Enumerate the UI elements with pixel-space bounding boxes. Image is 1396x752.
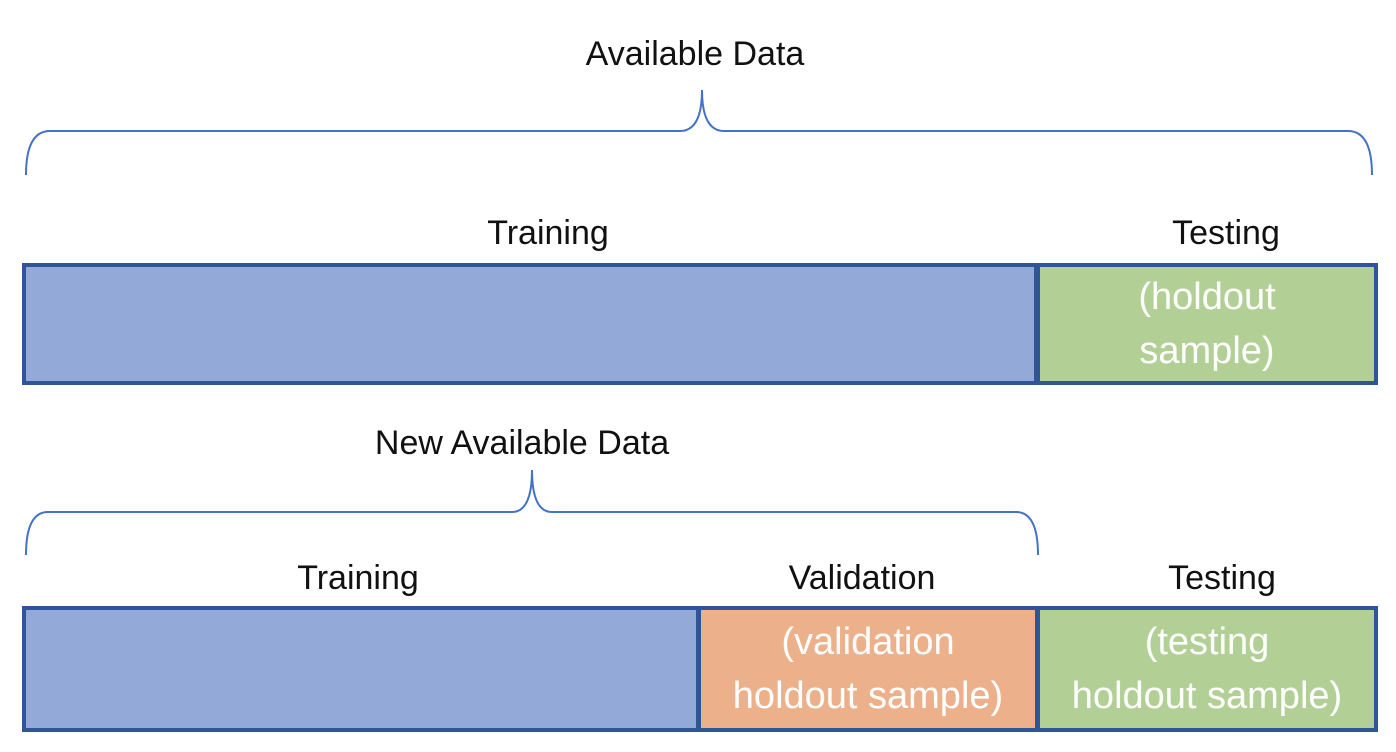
top-testing-segment: (holdout sample) [1036,263,1378,385]
bottom-testing-line-1: (testing [1144,621,1270,663]
new-available-data-brace [25,469,1039,556]
bottom-validation-label: Validation [788,559,936,597]
bottom-validation-line-2: holdout sample) [732,675,1004,717]
bottom-testing-line-2: holdout sample) [1071,675,1343,717]
top-testing-text: (holdout sample) [1040,267,1374,381]
bottom-testing-label: Testing [1168,559,1276,597]
top-testing-label: Testing [1172,214,1280,252]
top-training-label: Training [487,214,609,252]
bottom-testing-segment: (testing holdout sample) [1036,606,1378,732]
bottom-validation-line-1: (validation [781,621,955,663]
top-testing-line-1: (holdout [1138,276,1276,318]
bottom-testing-text: (testing holdout sample) [1040,610,1374,728]
new-available-data-label: New Available Data [374,424,670,462]
bottom-validation-segment: (validation holdout sample) [697,606,1039,732]
available-data-label: Available Data [585,35,805,73]
top-testing-line-2: sample) [1139,330,1275,372]
available-data-brace [25,89,1373,176]
bottom-training-segment [22,606,700,732]
bottom-training-label: Training [297,559,419,597]
top-training-segment [22,263,1038,385]
bottom-validation-text: (validation holdout sample) [701,610,1035,728]
